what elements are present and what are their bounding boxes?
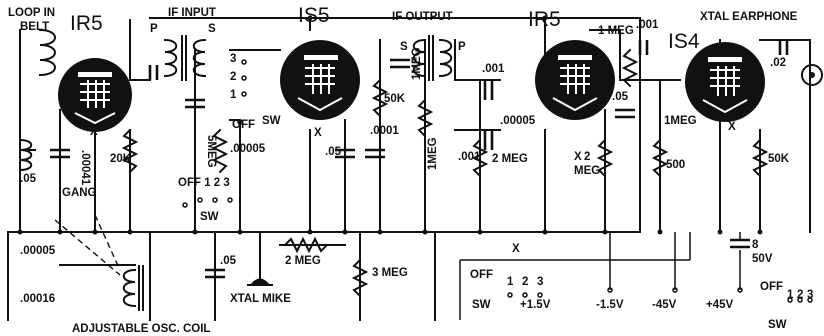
label-r-20k: 20K xyxy=(110,153,132,165)
microphone-icon xyxy=(247,278,273,286)
resistors xyxy=(121,48,769,298)
label-x1: X xyxy=(90,126,98,138)
label-n2: 2 xyxy=(522,276,528,288)
label-sw1: 1 xyxy=(230,89,237,101)
label-sw-b: SW xyxy=(200,211,219,223)
label-r-2meg-a: 2 MEG xyxy=(492,153,528,165)
label-r-500: 500 xyxy=(666,159,685,171)
label-cap-05b: .05 xyxy=(325,146,342,158)
label-cap-05a: .05 xyxy=(20,173,37,185)
label-sw2: 2 xyxy=(230,71,236,83)
label-cap-00005c: .00005 xyxy=(20,245,56,257)
label-r-5meg: 5MEG xyxy=(205,135,217,168)
label-r-2meg-b2: MEG xyxy=(574,165,600,177)
switch-contacts xyxy=(182,59,813,303)
label-s2: S xyxy=(400,41,408,53)
label-loop-in: LOOP IN xyxy=(8,7,55,19)
tube-label-2: IS5 xyxy=(298,4,330,27)
label-r-3meg: 3 MEG xyxy=(372,267,408,279)
label-n2b: 2 xyxy=(797,289,803,301)
label-x3: X xyxy=(574,151,582,163)
label-v-m15: -1.5V xyxy=(596,299,624,311)
label-r-50k-b: 50K xyxy=(768,153,790,165)
loop-antenna-coil xyxy=(18,28,56,172)
label-off-d: OFF xyxy=(760,281,783,293)
label-cap-8: 8 xyxy=(752,239,759,251)
label-r-2meg-c: 2 MEG xyxy=(285,255,321,267)
label-x4: X xyxy=(728,121,736,133)
if-input-transformer xyxy=(163,35,207,81)
label-p2: P xyxy=(458,41,466,53)
tube-1s5 xyxy=(280,40,360,120)
tube-1s4 xyxy=(685,42,765,122)
label-cap-001b: .001 xyxy=(458,151,481,163)
label-cap-05c: .05 xyxy=(612,91,629,103)
label-xtal-mike: XTAL MIKE xyxy=(230,293,291,305)
label-v-p15: +1.5V xyxy=(520,299,551,311)
label-n1: 1 xyxy=(507,276,514,288)
label-cap-00016: .00016 xyxy=(20,293,55,305)
tube-1r5-a xyxy=(58,58,132,132)
label-off-c: OFF xyxy=(470,269,493,281)
label-r-2meg-b1: 2 xyxy=(584,151,590,163)
label-if-input: IF INPUT xyxy=(168,7,216,19)
label-cap-02: .02 xyxy=(770,57,786,69)
label-cap-001a: .001 xyxy=(482,63,505,75)
label-r-1meg-b: 1MEG xyxy=(427,137,439,170)
label-v-m45: -45V xyxy=(652,299,677,311)
label-cap-001c: .001 xyxy=(636,19,659,31)
capacitors xyxy=(50,40,789,279)
label-off-123: OFF 1 2 3 xyxy=(178,177,230,189)
label-cap-00005b: .00005 xyxy=(500,115,536,127)
label-cap-0001: .0001 xyxy=(370,125,399,137)
label-if-output: IF OUTPUT xyxy=(392,11,453,23)
label-r-1meg-d: 1MEG xyxy=(664,115,697,127)
label-sw-c: SW xyxy=(472,299,491,311)
label-x5: X xyxy=(512,243,520,255)
label-cap-00005a: .00005 xyxy=(230,143,266,155)
tube-label-1: IR5 xyxy=(70,12,103,35)
label-sw-d: SW xyxy=(768,319,787,331)
label-cap-05d: .05 xyxy=(220,255,237,267)
label-sw3: 3 xyxy=(230,53,236,65)
label-sw: SW xyxy=(262,115,281,127)
label-r-1meg-a: 1MEG xyxy=(411,47,423,80)
junction-dots xyxy=(17,15,763,235)
label-s1: S xyxy=(208,23,216,35)
label-p1: P xyxy=(150,23,158,35)
labels: IR5 IS5 IR5 IS4 LOOP IN BELT IF INPUT P … xyxy=(8,4,813,335)
label-n3: 3 xyxy=(537,276,543,288)
tube-1r5-b xyxy=(535,40,615,120)
tube-label-4: IS4 xyxy=(668,30,700,53)
label-xtal-earphone: XTAL EARPHONE xyxy=(700,11,798,23)
label-cap-00041: .00041 xyxy=(79,150,91,186)
osc-coil xyxy=(122,265,144,311)
label-adj-osc-coil: ADJUSTABLE OSC. COIL xyxy=(72,323,210,335)
label-n3b: 3 xyxy=(807,289,813,301)
tube-label-3: IR5 xyxy=(528,8,561,31)
label-off: OFF xyxy=(232,119,255,131)
label-gang: GANG xyxy=(62,187,97,199)
earphone-icon xyxy=(801,64,823,86)
label-v-50: 50V xyxy=(752,253,773,265)
label-v-p45: +45V xyxy=(706,299,734,311)
label-belt: BELT xyxy=(20,21,49,33)
label-n1b: 1 xyxy=(787,289,794,301)
label-r-1meg-c: 1 MEG xyxy=(598,25,634,37)
label-x2: X xyxy=(314,127,322,139)
label-r-50k: 50K xyxy=(384,93,406,105)
if-output-transformer xyxy=(412,35,453,81)
